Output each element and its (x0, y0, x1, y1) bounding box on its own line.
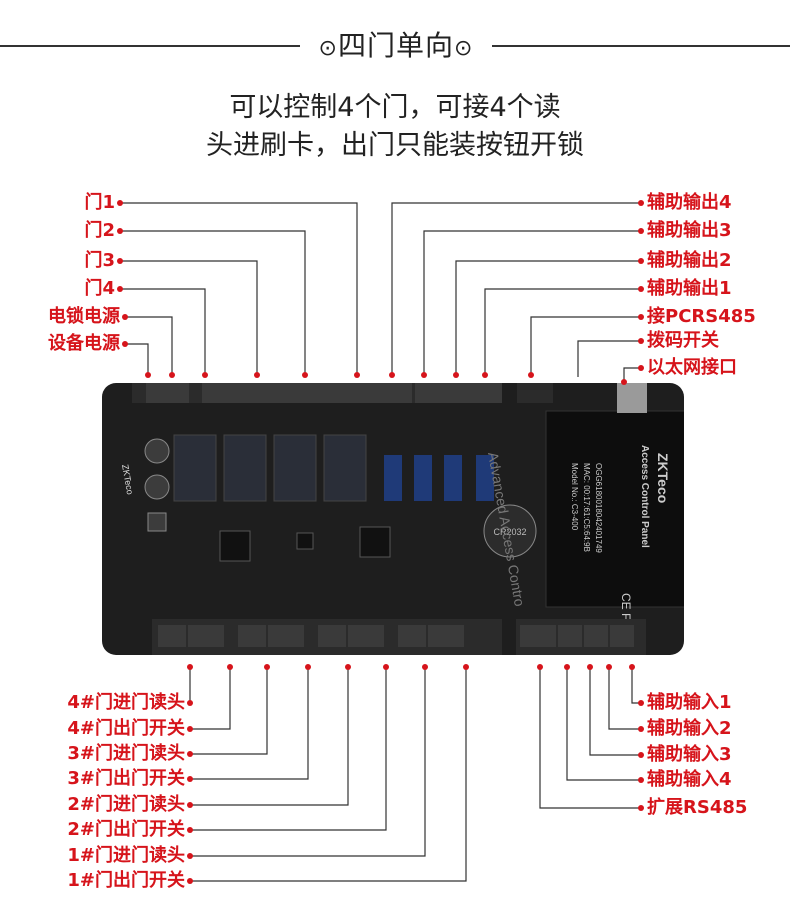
section-header: ⊙四门单向⊙ (0, 27, 790, 67)
arrow-left-circle-icon: ⊙ (454, 36, 474, 61)
module-title: Access Control Panel (639, 445, 650, 548)
header-rule-left (0, 45, 300, 47)
module-model: Model No.: C3-400 (570, 463, 579, 531)
label-door-1: 门1 (84, 192, 115, 213)
label-door2-reader: 2#门进门读头 (67, 794, 185, 815)
label-door1-exit: 1#门出门开关 (67, 870, 185, 891)
header-rule-right (492, 45, 790, 47)
label-door1-reader: 1#门进门读头 (67, 845, 185, 866)
module-brand: ZKTeco (655, 453, 671, 503)
label-door-2: 门2 (84, 220, 115, 241)
label-aux-input-3: 辅助输入3 (647, 744, 732, 765)
label-pc-rs485: 接PCRS485 (647, 306, 756, 327)
header-title: ⊙四门单向⊙ (318, 29, 474, 62)
label-aux-output-4: 辅助输出4 (647, 192, 732, 213)
label-door3-reader: 3#门进门读头 (67, 743, 185, 764)
description-line-2: 头进刷卡，出门只能装按钮开锁 (206, 130, 584, 161)
label-door4-exit: 4#门出门开关 (67, 718, 185, 739)
label-aux-output-3: 辅助输出3 (647, 220, 732, 241)
label-device-power: 设备电源 (48, 333, 120, 354)
label-door-4: 门4 (84, 278, 115, 299)
arrow-right-circle-icon: ⊙ (318, 36, 338, 61)
label-door3-exit: 3#门出门开关 (67, 768, 185, 789)
label-lock-power: 电锁电源 (48, 306, 120, 327)
battery-label: CR2032 (493, 527, 526, 537)
module-serial: OGG6180018042401749 (594, 463, 603, 553)
label-aux-output-2: 辅助输出2 (647, 250, 732, 271)
label-ext-rs485: 扩展RS485 (647, 797, 748, 818)
label-aux-input-1: 辅助输入1 (647, 692, 732, 713)
module-mac: MAC: 00:17:61:C5:64:9B (582, 463, 591, 552)
label-aux-input-4: 辅助输入4 (647, 769, 732, 790)
label-dip-switch: 拨码开关 (647, 330, 719, 351)
controller-board: CR2032 Advanced Access Contro ZKTeco Mod… (102, 383, 684, 655)
label-ethernet: 以太网接口 (647, 357, 737, 378)
label-aux-input-2: 辅助输入2 (647, 718, 732, 739)
label-aux-output-1: 辅助输出1 (647, 278, 732, 299)
description-line-1: 可以控制4个门，可接4个读 (229, 92, 561, 123)
label-door2-exit: 2#门出门开关 (67, 819, 185, 840)
label-door4-reader: 4#门进门读头 (67, 692, 185, 713)
label-door-3: 门3 (84, 250, 115, 271)
